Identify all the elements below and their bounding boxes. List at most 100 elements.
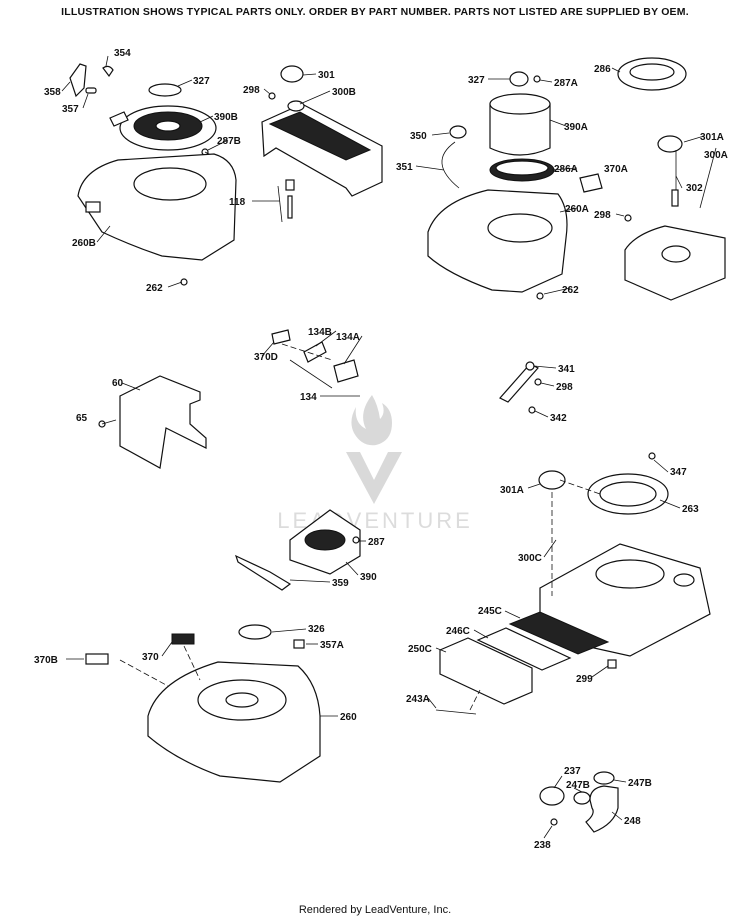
watermark-flame-icon (351, 395, 392, 446)
label-262-a: 262 (146, 283, 163, 294)
label-287a: 287A (554, 78, 578, 89)
part-298-screw-c (534, 378, 542, 386)
part-302-filter (671, 189, 679, 207)
part-286-ring (617, 57, 687, 91)
part-299-nut (607, 659, 617, 669)
part-65-screw (98, 419, 117, 428)
part-298-screw-a (268, 92, 276, 100)
part-248-elbow (585, 785, 619, 833)
part-301a-cap-b (538, 470, 566, 490)
label-287b: 287B (217, 136, 241, 147)
label-301: 301 (318, 70, 335, 81)
label-354: 354 (114, 48, 131, 59)
label-286: 286 (594, 64, 611, 75)
part-359-handle (234, 554, 292, 591)
part-300a-tank (624, 225, 726, 301)
label-301a-a: 301A (700, 132, 724, 143)
label-299: 299 (576, 674, 593, 685)
part-243a-screw (435, 709, 477, 715)
label-370: 370 (142, 652, 159, 663)
part-247b-clamp-b (593, 771, 615, 785)
label-263: 263 (682, 504, 699, 515)
label-390b: 390B (214, 112, 238, 123)
label-359: 359 (332, 578, 349, 589)
part-134a-bracket (333, 359, 359, 383)
part-390a-starter (489, 93, 551, 156)
label-298-b: 298 (594, 210, 611, 221)
label-357: 357 (62, 104, 79, 115)
label-243a: 243A (406, 694, 430, 705)
part-390-starter (289, 509, 361, 575)
label-262-b: 262 (562, 285, 579, 296)
label-245c: 245C (478, 606, 502, 617)
label-342: 342 (550, 413, 567, 424)
part-370d-decal (271, 329, 291, 345)
label-134a: 134A (336, 332, 360, 343)
part-327-cap (148, 83, 182, 97)
label-134b: 134B (308, 327, 332, 338)
part-390b-starter (109, 105, 217, 151)
part-262-screw-b (536, 292, 544, 300)
label-247b-a: 247B (566, 780, 590, 791)
label-350: 350 (410, 131, 427, 142)
label-300a: 300A (704, 150, 728, 161)
part-298-screw-b (624, 214, 632, 222)
part-labels: 354 358 357 327 390B 287B 260B 262 298 3… (34, 48, 728, 851)
label-370d: 370D (254, 352, 278, 363)
part-287-screw (352, 536, 360, 544)
label-287: 287 (368, 537, 385, 548)
label-357a: 357A (320, 640, 344, 651)
part-260-housing (147, 661, 321, 783)
part-60-baffle (119, 375, 207, 469)
label-260: 260 (340, 712, 357, 723)
label-302: 302 (686, 183, 703, 194)
part-246c-filter (476, 627, 572, 671)
part-300b-tank (261, 100, 383, 197)
label-298-a: 298 (243, 85, 260, 96)
label-60: 60 (112, 378, 124, 389)
part-351-line (441, 141, 460, 189)
footer-credit: Rendered by LeadVenture, Inc. (298, 904, 452, 916)
label-390a: 390A (564, 122, 588, 133)
part-327-cap-b (509, 71, 529, 87)
part-357a-clip (293, 639, 305, 649)
diagram-header: ILLUSTRATION SHOWS TYPICAL PARTS ONLY. O… (61, 6, 689, 18)
part-342-screw (528, 406, 536, 414)
label-327-b: 327 (468, 75, 485, 86)
part-247b-clamp-a (573, 791, 591, 805)
part-341-link (499, 361, 539, 403)
label-250c: 250C (408, 644, 432, 655)
label-260a: 260A (565, 204, 589, 215)
label-247b-b: 247B (628, 778, 652, 789)
part-370b-decal (85, 653, 109, 665)
label-134: 134 (300, 392, 317, 403)
label-327-a: 327 (193, 76, 210, 87)
label-341: 341 (558, 364, 575, 375)
label-351: 351 (396, 162, 413, 173)
label-238: 238 (534, 840, 551, 851)
part-263-gasket (587, 473, 669, 515)
part-260b-housing (77, 153, 237, 261)
part-286a-screen (489, 158, 555, 182)
label-390: 390 (360, 572, 377, 583)
part-354-clip (102, 65, 114, 78)
label-326: 326 (308, 624, 325, 635)
label-237: 237 (564, 766, 581, 777)
leadventure-watermark: LEADVENTURE (277, 395, 470, 533)
part-370a-decal (579, 173, 603, 193)
label-300c: 300C (518, 553, 542, 564)
part-326-cap (238, 624, 272, 640)
label-358: 358 (44, 87, 61, 98)
label-248: 248 (624, 816, 641, 827)
label-286a: 286A (554, 164, 578, 175)
part-237-gasket (539, 786, 565, 806)
label-246c: 246C (446, 626, 470, 637)
part-287a-screw (533, 75, 541, 83)
label-301a-b: 301A (500, 485, 524, 496)
part-118-fitting (277, 179, 295, 223)
part-245c-cover (508, 611, 610, 655)
label-370a: 370A (604, 164, 628, 175)
label-118: 118 (229, 197, 246, 208)
part-357-pin (85, 87, 97, 94)
